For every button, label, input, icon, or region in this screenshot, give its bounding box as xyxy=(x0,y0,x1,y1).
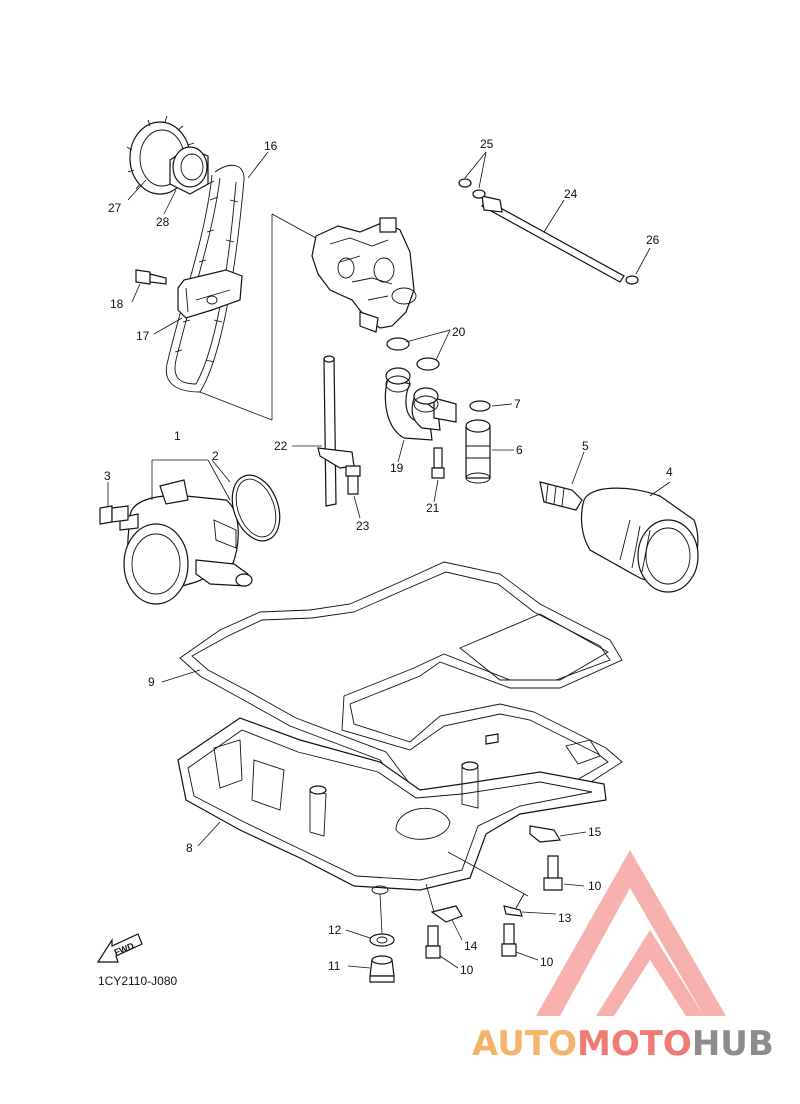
part-22-oil-delivery-pipe xyxy=(317,355,355,507)
callout-26: 26 xyxy=(646,233,660,247)
part-20-o-rings xyxy=(386,337,440,371)
leader-lines xyxy=(107,151,671,969)
part-24-shaft xyxy=(481,195,625,283)
part-15-bracket xyxy=(529,825,562,843)
part-10-bolt-a xyxy=(543,855,563,891)
part-3-bolt xyxy=(99,505,129,525)
watermark-brand: AUTOMOTOHUB xyxy=(472,1024,774,1064)
part-4-oil-filter xyxy=(580,487,699,593)
part-17-chain-guide xyxy=(177,269,243,319)
diagram-code: 1CY2110-J080 xyxy=(98,974,177,988)
part-7-o-ring xyxy=(469,400,491,412)
part-10-bolt-b xyxy=(425,925,441,959)
callout-17: 17 xyxy=(136,329,150,343)
part-1-oil-cooler xyxy=(119,479,253,605)
callout-3: 3 xyxy=(104,469,111,483)
callout-16: 16 xyxy=(264,139,278,153)
part-23-bolt xyxy=(345,465,361,495)
callout-10-b: 10 xyxy=(460,963,474,977)
callout-21: 21 xyxy=(426,501,440,515)
part-5-union-bolt xyxy=(539,481,583,511)
callout-6: 6 xyxy=(516,443,523,457)
forward-arrow-icon: FWD xyxy=(96,933,143,963)
watermark-triangle-icon xyxy=(536,850,726,1016)
part-2-gasket xyxy=(231,474,281,542)
part-11-drain-bolt xyxy=(369,955,395,983)
part-26-o-ring xyxy=(625,275,639,285)
part-14-bracket xyxy=(430,905,463,923)
part-19-oil-pipe xyxy=(384,367,457,441)
part-28-bearing xyxy=(169,146,209,195)
callout-27: 27 xyxy=(108,201,122,215)
automotohub-watermark: AUTOMOTOHUB xyxy=(472,850,774,1064)
callout-28: 28 xyxy=(156,215,170,229)
watermark-auto: AUTO xyxy=(472,1024,577,1064)
callout-2: 2 xyxy=(212,449,219,463)
callout-24: 24 xyxy=(564,187,578,201)
part-10-bolt-c xyxy=(501,923,517,957)
callout-12: 12 xyxy=(328,923,342,937)
callout-11: 11 xyxy=(328,959,341,973)
callout-5: 5 xyxy=(582,439,589,453)
fwd-label: FWD xyxy=(113,940,136,957)
part-13-bracket xyxy=(503,893,525,917)
callout-10-c: 10 xyxy=(540,955,554,969)
callout-23: 23 xyxy=(356,519,370,533)
watermark-moto: MOTO xyxy=(577,1024,692,1064)
callout-14: 14 xyxy=(464,939,478,953)
callout-19: 19 xyxy=(390,461,404,475)
callout-4: 4 xyxy=(666,465,673,479)
callout-1: 1 xyxy=(174,429,181,443)
callout-labels: 1 2 3 4 5 6 7 8 9 10 10 10 11 12 13 14 1… xyxy=(104,137,673,977)
callout-25: 25 xyxy=(480,137,494,151)
part-25-o-rings xyxy=(458,178,486,199)
callout-7: 7 xyxy=(514,397,521,411)
callout-10-a: 10 xyxy=(588,879,602,893)
callout-15: 15 xyxy=(588,825,602,839)
callout-18: 18 xyxy=(110,297,124,311)
watermark-hub: HUB xyxy=(692,1024,774,1064)
callout-9: 9 xyxy=(148,675,155,689)
part-21-bolt xyxy=(431,447,445,479)
part-18-bolt xyxy=(135,269,167,285)
part-8-oil-pan xyxy=(177,717,607,895)
callout-8: 8 xyxy=(186,841,193,855)
part-6-oil-nozzle xyxy=(465,419,491,484)
oil-pump-assembly xyxy=(311,217,417,333)
part-12-gasket xyxy=(369,933,395,947)
callout-22: 22 xyxy=(274,439,288,453)
callout-20: 20 xyxy=(452,325,466,339)
callout-13: 13 xyxy=(558,911,572,925)
